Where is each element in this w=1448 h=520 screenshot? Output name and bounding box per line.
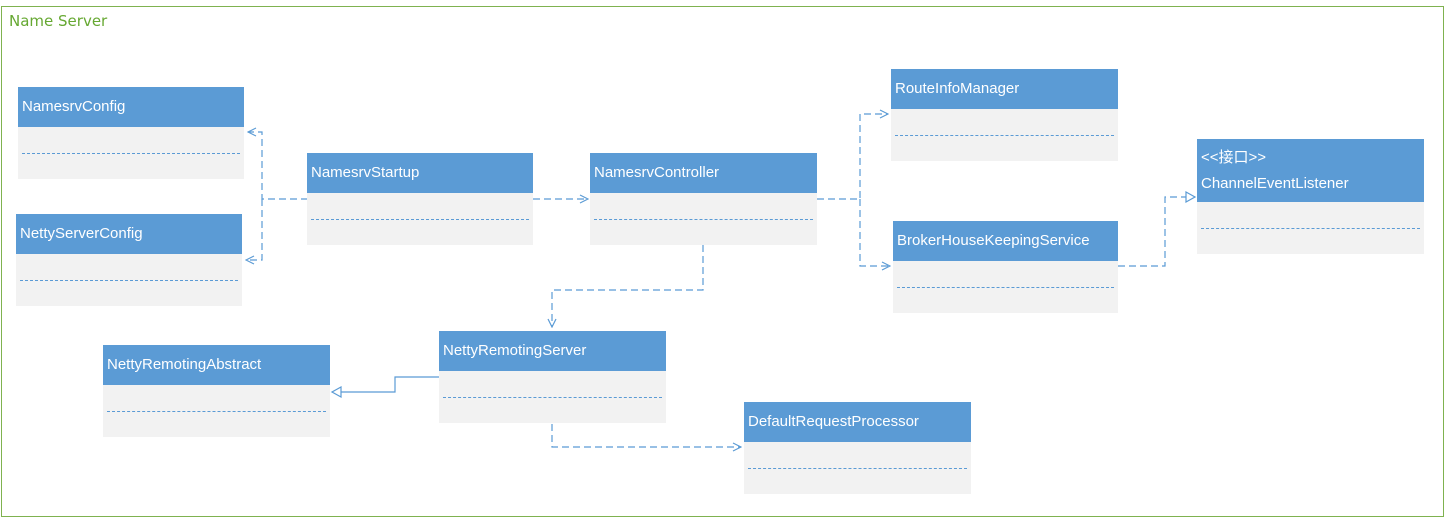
class-name: NettyServerConfig [20,225,143,242]
class-name: NamesrvConfig [22,98,126,115]
member-separator [748,468,967,469]
class-name: NamesrvController [594,164,720,181]
link-startup-nettyserverconfig [246,199,263,260]
class-stereotype: <<接口>> [1201,148,1267,166]
class-netty-remoting-server[interactable]: NettyRemotingServer [439,331,666,423]
member-separator [107,411,326,412]
member-separator [20,280,238,281]
class-name: NettyRemotingServer [443,342,587,359]
class-name: DefaultRequestProcessor [748,413,919,430]
class-broker-house-keeping-service[interactable]: BrokerHouseKeepingService [893,221,1118,313]
link-nettyremotingserver-nettyremotingabstract [332,376,439,392]
class-netty-server-config[interactable]: NettyServerConfig [16,214,242,306]
class-default-request-processor[interactable]: DefaultRequestProcessor [744,402,971,494]
link-controller-brokerhousekeeping [859,199,890,266]
member-separator [22,153,240,154]
link-brokerhousekeeping-channeleventlistener [1118,197,1195,267]
member-separator [311,219,529,220]
member-separator [1201,228,1420,229]
class-namesrv-controller[interactable]: NamesrvController [590,153,817,245]
link-controller-routeinfomanager [817,114,888,200]
class-name: BrokerHouseKeepingService [897,232,1090,249]
class-netty-remoting-abstract[interactable]: NettyRemotingAbstract [103,345,330,437]
link-controller-nettyremotingserver [552,245,704,327]
class-channel-event-listener[interactable]: <<接口>> ChannelEventListener [1197,139,1424,254]
member-separator [443,397,662,398]
class-route-info-manager[interactable]: RouteInfoManager [891,69,1118,161]
link-startup-namesrvconfig [248,132,308,200]
member-separator [594,219,813,220]
class-name: NettyRemotingAbstract [107,356,262,373]
name-server-frame [1,6,1444,517]
member-separator [897,287,1114,288]
frame-title: Name Server [9,12,108,30]
class-namesrv-config[interactable]: NamesrvConfig [18,87,244,179]
class-name: NamesrvStartup [311,164,420,181]
class-namesrv-startup[interactable]: NamesrvStartup [307,153,533,245]
link-nettyremotingserver-defaultrequestprocessor [551,424,741,447]
member-separator [895,135,1114,136]
class-name: ChannelEventListener [1201,174,1349,192]
class-name: RouteInfoManager [895,80,1020,97]
